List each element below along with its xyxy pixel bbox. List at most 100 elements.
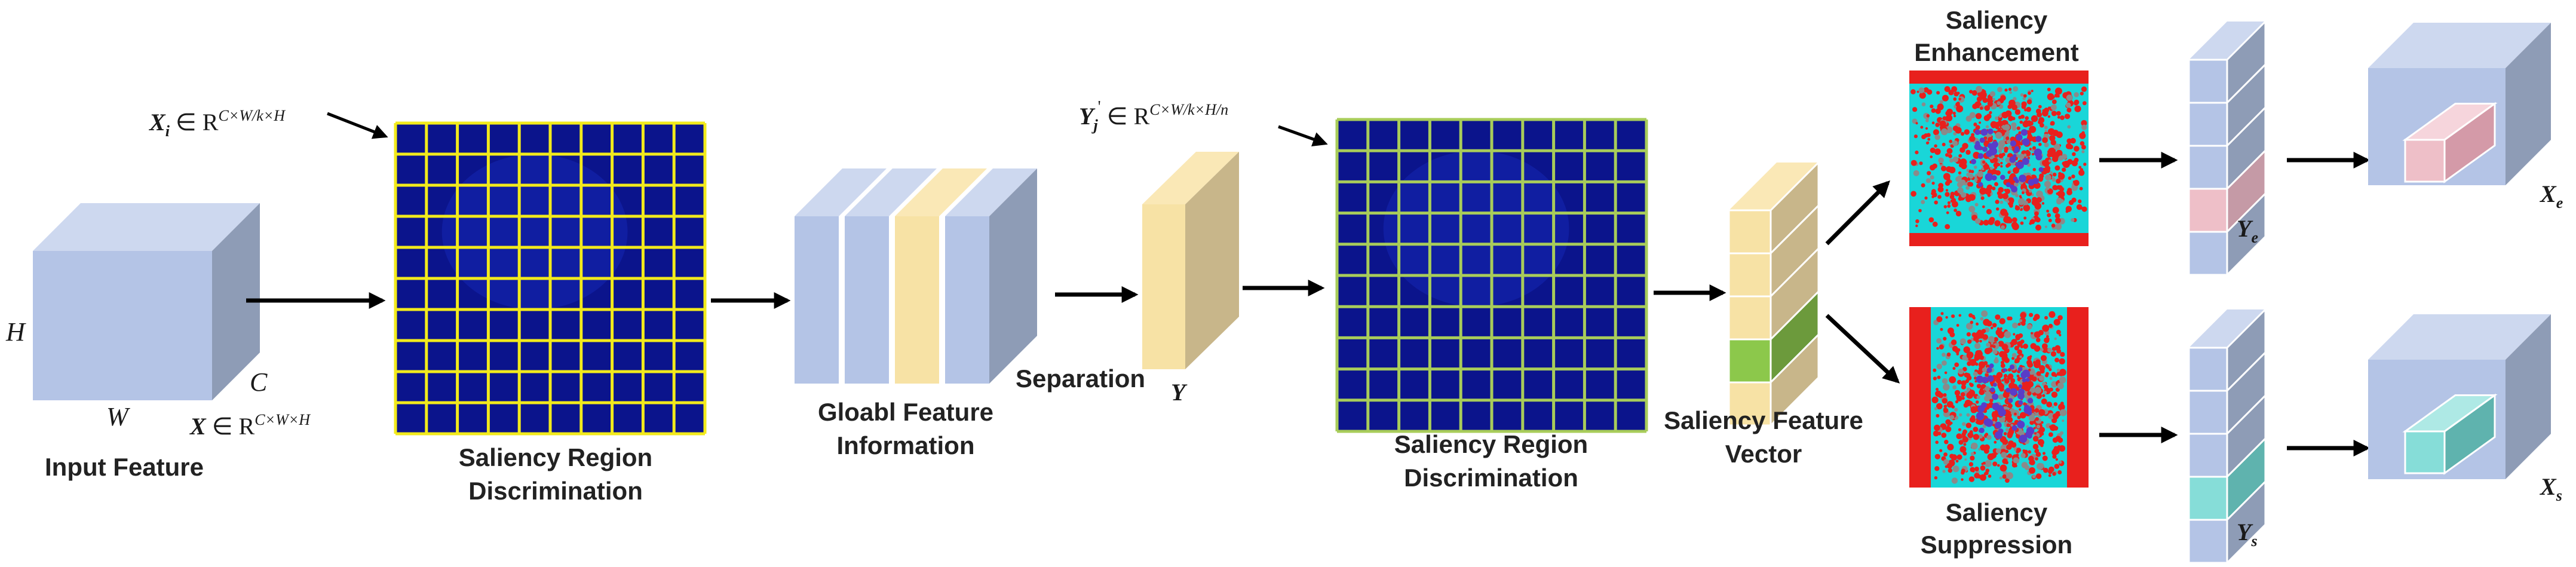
- sup-dot: [2046, 402, 2053, 407]
- sup-dot: [2019, 412, 2026, 419]
- enh-dot: [2002, 193, 2008, 200]
- sup-dot: [2034, 449, 2038, 453]
- enh-dot: [2038, 105, 2042, 109]
- ye-cell: [2188, 188, 2228, 233]
- sup-dot: [1931, 396, 1939, 404]
- sup-dot: [2037, 392, 2042, 398]
- enh-dot: [2011, 117, 2016, 121]
- sup-dot: [1936, 403, 1943, 410]
- enh-dot: [1989, 91, 1996, 97]
- enh-dot: [1955, 210, 1962, 217]
- enh-dot: [2011, 126, 2017, 131]
- sup-dot-blue: [2010, 388, 2017, 396]
- srd1-label-line1: Saliency Region: [459, 443, 652, 471]
- ye-cell: [2188, 231, 2228, 276]
- math-ys-var: Y: [2237, 519, 2253, 545]
- enh-dot-blue: [1988, 143, 1994, 149]
- sup-dot: [2001, 379, 2004, 382]
- enh-dot: [1976, 96, 1982, 102]
- enh-dot: [2012, 223, 2019, 231]
- sup-bar-left: [1909, 307, 1931, 488]
- sup-dot: [2053, 425, 2059, 431]
- enh-dot: [1913, 170, 1919, 176]
- sup-dot: [2058, 371, 2064, 376]
- sup-dot: [1963, 346, 1970, 353]
- enh-dot: [2050, 104, 2057, 111]
- sup-dot: [1982, 367, 1987, 372]
- enh-dot: [1952, 157, 1959, 163]
- sup-dot: [2057, 382, 2064, 390]
- enh-dot: [1934, 148, 1941, 155]
- enh-dot-blue: [2015, 162, 2020, 167]
- enh-dot: [2017, 198, 2025, 206]
- sup-dot: [1960, 392, 1965, 397]
- sup-dot-blue: [1997, 405, 2004, 413]
- enh-dot: [1925, 127, 1928, 130]
- sup-dot: [2029, 459, 2035, 465]
- enh-dot-blue: [1985, 173, 1993, 181]
- sup-dot: [2052, 437, 2058, 443]
- sup-dot: [1954, 390, 1961, 396]
- enh-dot: [1931, 121, 1935, 124]
- sup-dot: [1992, 323, 1997, 328]
- enh-dot: [1948, 154, 1952, 158]
- enh-dot: [2038, 142, 2042, 146]
- output-cube-xs: [2368, 314, 2551, 479]
- sup-dot: [2011, 339, 2017, 345]
- sup-dot: [2003, 373, 2008, 378]
- sup-dot: [1943, 336, 1947, 341]
- enh-dot: [1941, 128, 1948, 136]
- sup-dot: [2035, 457, 2038, 461]
- sup-dot: [1999, 476, 2002, 480]
- sup-dot: [2007, 445, 2011, 448]
- enh-dot-blue: [1971, 159, 1976, 164]
- sup-dot: [1942, 360, 1947, 366]
- enh-dot: [1934, 134, 1940, 140]
- enh-dot: [1910, 191, 1916, 197]
- sup-dot: [2050, 351, 2056, 357]
- sup-dot: [1961, 471, 1965, 475]
- enh-dot: [2029, 189, 2032, 193]
- sup-dot: [1942, 353, 1946, 357]
- enh-dot: [1980, 196, 1985, 200]
- sup-dot: [1967, 339, 1972, 344]
- sup-dot: [2055, 387, 2060, 392]
- ye-cell: [2188, 145, 2228, 190]
- sfv-label-line2: Vector: [1725, 440, 1802, 468]
- sup-dot: [2000, 363, 2005, 368]
- sup-dot: [2017, 415, 2021, 419]
- sup-dot: [2048, 413, 2054, 419]
- sup-dot: [1951, 477, 1958, 484]
- sup-dot: [2019, 408, 2022, 411]
- enh-dot: [1985, 125, 1989, 128]
- enh-dot: [2046, 186, 2050, 190]
- sup-dot: [1934, 476, 1938, 480]
- enh-dot: [2064, 114, 2071, 119]
- enh-dot: [1953, 114, 1956, 118]
- feature-vector-ye: [2188, 19, 2267, 277]
- sup-dot: [1985, 386, 1990, 392]
- xe-inner-front: [2404, 139, 2446, 183]
- enh-dot: [2042, 137, 2048, 143]
- enh-dot: [1927, 171, 1931, 176]
- noise-heatmap-enhancement: [1909, 71, 2089, 246]
- enh-dot: [2055, 217, 2061, 223]
- ys-cell: [2188, 347, 2228, 392]
- enh-dot: [1941, 165, 1947, 171]
- enh-dot: [1998, 144, 2004, 151]
- sup-dot: [1935, 440, 1939, 445]
- enh-dot: [1910, 160, 1917, 166]
- sup-dot-blue: [1981, 402, 1988, 409]
- sup-dot-blue: [2027, 433, 2032, 439]
- sup-dot: [1939, 449, 1943, 452]
- slice-front: [845, 216, 889, 384]
- sup-label-line2: Suppression: [1921, 531, 2072, 559]
- sup-dot: [1963, 443, 1967, 446]
- sup-dot: [1991, 383, 1994, 387]
- enh-dot: [1982, 205, 1985, 209]
- sup-dot: [1973, 427, 1979, 432]
- output-cube-xe: [2368, 23, 2551, 185]
- sup-dot: [1964, 458, 1967, 461]
- sup-dot: [2014, 464, 2017, 468]
